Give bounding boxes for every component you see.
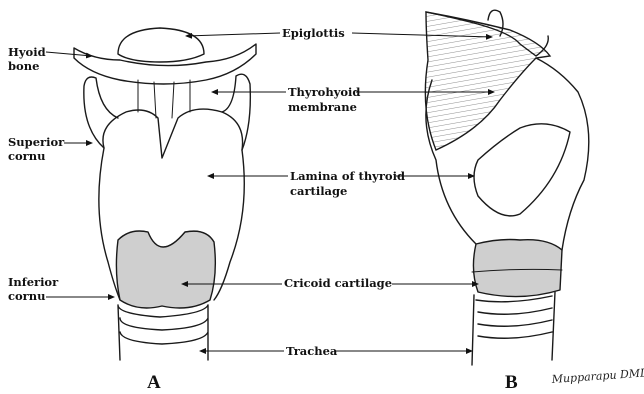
label-lamina: Lamina of thyroid cartilage: [208, 169, 474, 198]
hyoid-line2: bone: [8, 59, 39, 73]
cricoid-cartilage-a: [116, 231, 215, 308]
label-cricoid: Cricoid cartilage: [182, 276, 478, 290]
inferior-line2: cornu: [8, 289, 45, 303]
superior-line1: Superior: [8, 135, 65, 149]
view-b-drawing: [425, 10, 588, 365]
label-inferior-cornu: Inferior cornu: [8, 275, 114, 303]
cricoid-cartilage-b: [473, 240, 562, 297]
trachea-text: Trachea: [286, 344, 338, 358]
superior-line2: cornu: [8, 149, 45, 163]
cricoid-text: Cricoid cartilage: [284, 276, 392, 290]
inferior-line1: Inferior: [8, 275, 59, 289]
trachea-rings-a: [118, 305, 208, 360]
lamina-line1: Lamina of thyroid: [290, 169, 405, 183]
artist-signature: Mupparapu DMD: [550, 366, 644, 386]
lamina-line2: cartilage: [290, 184, 347, 198]
trachea-b: [472, 292, 555, 365]
thyrohyoid-membrane-a: [138, 80, 190, 118]
label-trachea: Trachea: [200, 344, 472, 358]
thyrohyoid-membrane-b: [425, 12, 550, 150]
hyoid-line1: Hyoid: [8, 45, 46, 59]
view-b-label: B: [505, 372, 518, 393]
hyoid-bone-a: [74, 44, 256, 84]
view-a-label: A: [147, 372, 161, 393]
label-superior-cornu: Superior cornu: [8, 135, 92, 163]
lamina-edge-b: [474, 124, 570, 216]
view-a-drawing: [74, 28, 256, 360]
thyrohyoid-line1: Thyrohyoid: [288, 85, 360, 99]
epiglottis-a: [118, 28, 204, 62]
superior-cornu-a: [84, 74, 251, 150]
thyrohyoid-line2: membrane: [288, 100, 357, 114]
label-hyoid-bone: Hyoid bone: [8, 45, 92, 73]
epiglottis-text: Epiglottis: [282, 26, 345, 40]
